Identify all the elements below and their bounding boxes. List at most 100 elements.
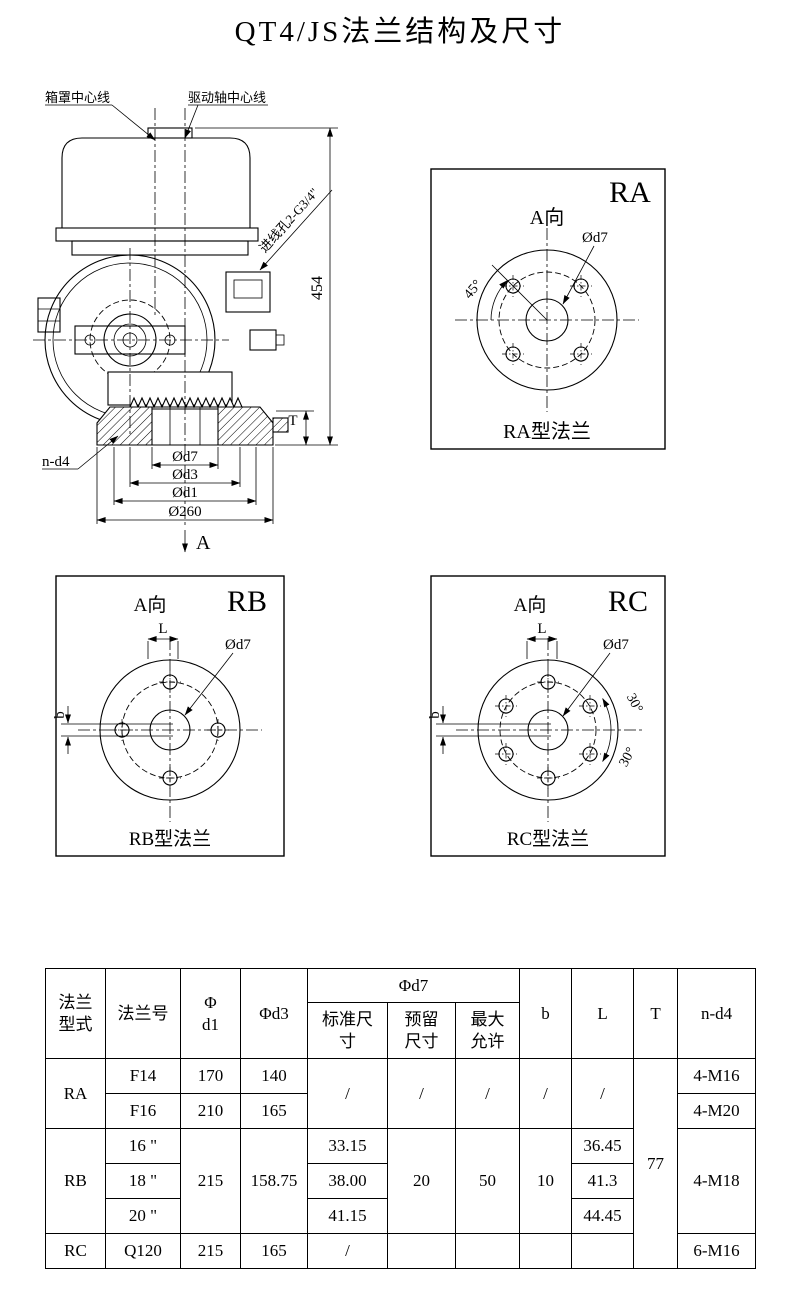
bolt-hole [579, 743, 601, 765]
rc-caption: RC型法兰 [507, 828, 589, 850]
bolt-hole [502, 343, 524, 365]
dimension-260: Ø260 [96, 447, 274, 524]
page-title: QT4/JS法兰结构及尺寸 [234, 16, 566, 48]
dim-260-label: Ø260 [168, 504, 201, 520]
rb-tag: RB [227, 585, 267, 618]
rb-b-label: b [52, 711, 68, 719]
dimension-T: T [276, 410, 314, 446]
cell-rc-nd4: 6-M16 [677, 1233, 757, 1269]
rb-L-dimension: L [147, 621, 179, 659]
header-d7-standard: 标准尺 寸 [307, 1002, 388, 1059]
cell-ra2-no: F16 [105, 1093, 181, 1129]
motor-cover [55, 127, 259, 256]
mount-pad [272, 417, 289, 433]
ra-d7-callout: Ød7 [562, 230, 608, 305]
cell-rc-L [571, 1233, 635, 1269]
shaft-centerline-callout: 驱动轴中心线 [184, 90, 268, 139]
inlet-hole-callout: 进线孔2-G3/4" [256, 185, 333, 271]
header-nd4: n-d4 [677, 968, 757, 1059]
bolt-hole [159, 671, 181, 693]
cell-rb2-d7-standard: 38.00 [307, 1163, 388, 1199]
rc-direction-label: A向 [514, 594, 547, 616]
bolt-hole [579, 695, 601, 717]
cell-ra-type: RA [45, 1058, 106, 1129]
dimension-d3: Ød3 [129, 447, 241, 487]
flange-view-rc: RC A向 L b [427, 575, 666, 857]
cell-rc-type: RC [45, 1233, 106, 1269]
ra-tag: RA [609, 176, 651, 209]
rb-b-dimension: b [52, 706, 71, 754]
row-ra-f14: RA F14 170 140 / / / / / 77 4-M16 [45, 1058, 757, 1269]
cell-ra2-d1: 210 [180, 1093, 241, 1129]
cover-centerline-label: 箱罩中心线 [45, 90, 110, 105]
inlet-hole-label: 进线孔2-G3/4" [256, 185, 321, 255]
bolt-hole [495, 743, 517, 765]
cell-ra-b: / [519, 1058, 573, 1129]
ra-bolt-circle [498, 271, 596, 369]
rb-outer-circle [99, 659, 241, 801]
ra-d7-label: Ød7 [582, 230, 608, 246]
cell-rc-d1: 215 [180, 1233, 241, 1269]
dim-d7-label: Ød7 [172, 449, 198, 465]
centerlines [33, 108, 229, 526]
row-rb-20: 20 " 41.15 44.45 [46, 1198, 756, 1234]
cell-rb1-d7-standard: 33.15 [307, 1128, 388, 1164]
rb-center-bore [149, 709, 191, 751]
dimension-d1: Ød1 [113, 447, 257, 505]
rc-L-label: L [537, 621, 546, 637]
cell-ra2-nd4: 4-M20 [677, 1093, 757, 1129]
rc-b-dimension: b [427, 706, 446, 754]
cell-ra1-d1: 170 [180, 1058, 241, 1094]
cell-rb-d3: 158.75 [240, 1128, 308, 1234]
cell-T-value: 77 [633, 1058, 679, 1269]
header-d7-reserved: 预留 尺寸 [387, 1002, 456, 1059]
ra-outer-circle [476, 249, 618, 391]
cell-rb-b: 10 [519, 1128, 573, 1234]
ra-angle-callout: 45° [461, 264, 548, 321]
bolt-hole [537, 767, 559, 789]
cell-rc-no: Q120 [105, 1233, 181, 1269]
dim-T-label: T [288, 413, 297, 429]
rb-keyway [61, 723, 173, 737]
cell-rc-d3: 165 [240, 1233, 308, 1269]
rb-caption: RB型法兰 [129, 828, 211, 850]
bolt-hole [537, 671, 559, 693]
cell-rb-nd4: 4-M18 [677, 1128, 757, 1234]
cell-rb2-L: 41.3 [571, 1163, 635, 1199]
rc-tag: RC [608, 585, 648, 618]
cell-ra-d7-max: / [454, 1058, 521, 1129]
nd4-callout: n-d4 [42, 435, 119, 470]
flange-view-ra: RA A向 Ød7 [430, 168, 666, 450]
side-bracket [37, 297, 61, 333]
cover-centerline-callout: 箱罩中心线 [45, 90, 156, 141]
cell-ra1-d3: 140 [240, 1058, 308, 1094]
view-border [430, 168, 666, 450]
cell-rb3-no: 20 " [105, 1198, 181, 1234]
cell-rb1-no: 16 " [105, 1128, 181, 1164]
rb-centerlines [78, 638, 262, 822]
cell-rb3-L: 44.45 [571, 1198, 635, 1234]
ra-center-bore [525, 298, 569, 342]
bolt-hole [159, 767, 181, 789]
rc-centerlines [456, 638, 642, 822]
dim-d3-label: Ød3 [172, 467, 198, 483]
cell-rc-d7-max [454, 1233, 521, 1269]
cell-rb1-L: 36.45 [571, 1128, 635, 1164]
dim-d1-label: Ød1 [172, 485, 198, 501]
header-d1: Φ d1 [180, 968, 241, 1059]
header-L: L [571, 968, 635, 1059]
cell-rb-type: RB [45, 1128, 106, 1234]
bolt-hole [570, 343, 592, 365]
rc-d7-label: Ød7 [603, 637, 629, 653]
row-rb-16: RB 16 " 215 158.75 33.15 20 50 10 36.45 … [45, 1128, 757, 1234]
row-rc-q120: RC Q120 215 165 / 6-M16 [45, 1233, 757, 1269]
flange-view-rb: RB A向 L b [52, 575, 285, 857]
bolt-hole [111, 719, 133, 741]
bolt-hole [207, 719, 229, 741]
rb-L-label: L [158, 621, 167, 637]
rc-center-bore [527, 709, 569, 751]
rb-direction-label: A向 [134, 594, 167, 616]
gear-teeth [129, 396, 243, 410]
rc-angle-bottom-label: 30° [617, 745, 639, 769]
rc-outer-circle [477, 659, 619, 801]
